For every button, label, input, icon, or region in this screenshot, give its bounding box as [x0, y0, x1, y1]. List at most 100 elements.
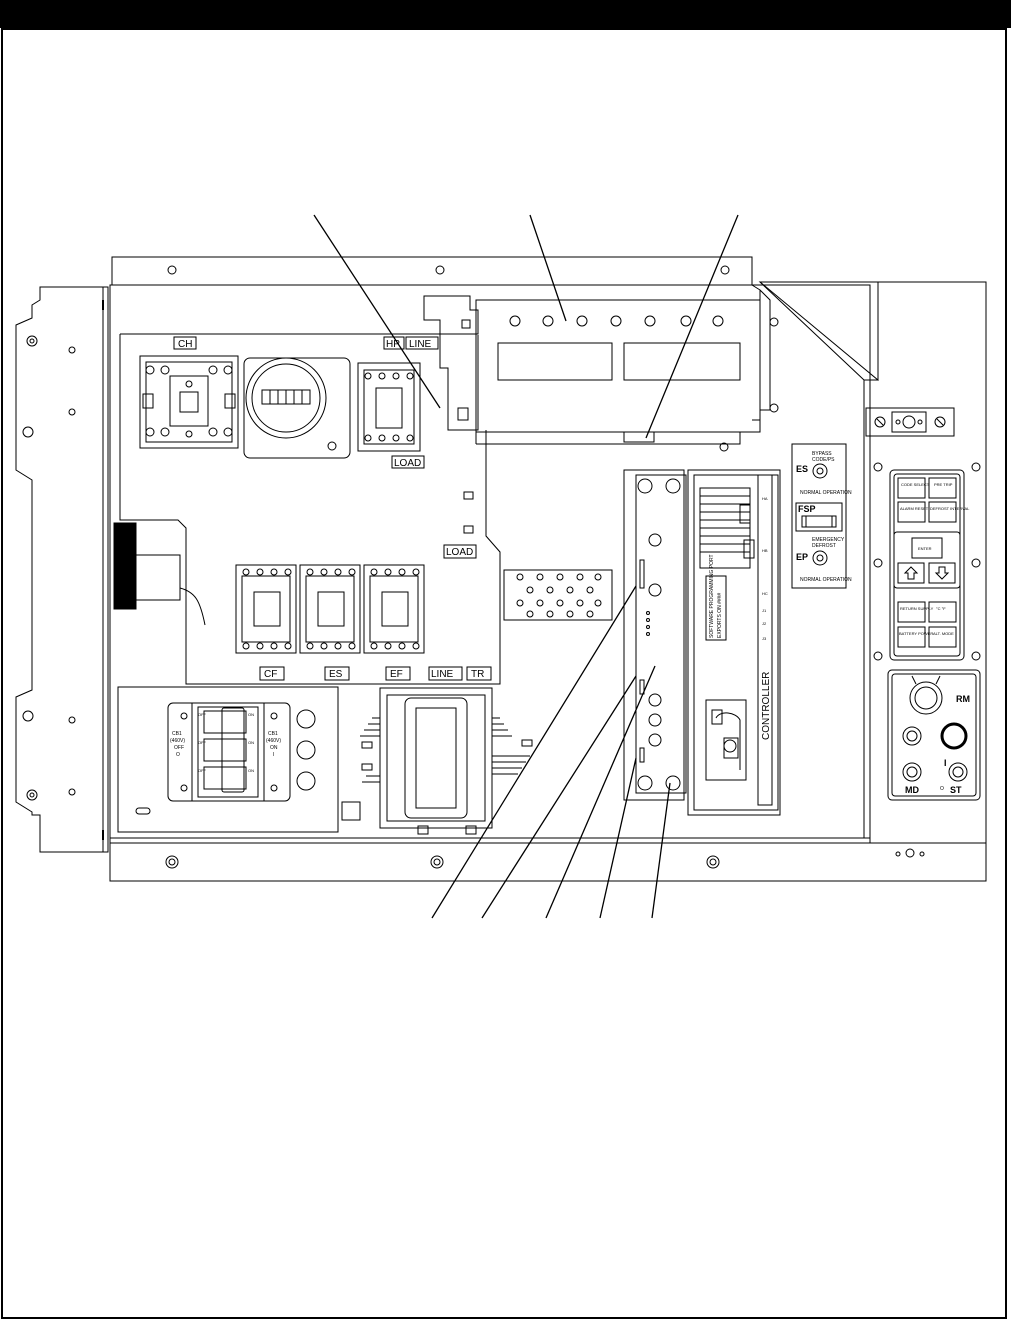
cb-handle-on-3: ON [248, 768, 254, 773]
label-ch: CH [178, 339, 192, 350]
c-f-key-label: °C °F [936, 606, 946, 611]
label-hp: HP [386, 339, 400, 350]
cb-handle-off-2: OFF [198, 740, 207, 745]
alarm-reset-key[interactable] [897, 501, 926, 523]
label-line-top: LINE [409, 339, 432, 350]
alarm-reset-key-label: ALARM RESET [900, 506, 929, 511]
tag-ha: HA [762, 496, 768, 501]
tag-j2: J2 [762, 621, 767, 626]
fsp-label: FSP [798, 504, 816, 514]
leader-line-7 [599, 757, 637, 919]
battery-power-key[interactable] [897, 626, 926, 648]
up-arrow-icon [903, 566, 919, 580]
label-tr: TR [471, 669, 484, 680]
io-label-o: O [940, 786, 944, 792]
circuit-breaker-panel: OFF ON OFF ON OFF ON CB1 (460V) OFF O CB… [117, 686, 361, 833]
callout-leaders [313, 214, 739, 919]
tag-hc: HC [762, 591, 768, 596]
return-supply-key-label: RETURN SUPPLY [900, 606, 934, 611]
emergency-line1: EMERGENCY [812, 537, 845, 543]
indicator-light [940, 722, 968, 750]
lower-control-plate: RM I MD O ST [887, 669, 981, 801]
hinge-bracket [751, 284, 779, 421]
cb-handle-off-3: OFF [198, 768, 207, 773]
leader-line-4 [431, 585, 637, 919]
code-select-key-label: CODE SELECT [901, 482, 930, 487]
software-port-line2: EXPORTS ON #### [717, 593, 723, 638]
right-control-box [758, 281, 987, 844]
label-controller: CONTROLLER [761, 672, 772, 740]
left-side-bracket [15, 286, 109, 853]
es-switch-label: ES [796, 464, 808, 474]
down-arrow-key[interactable] [928, 562, 956, 584]
st-switch[interactable] [948, 762, 968, 782]
label-ef: EF [390, 669, 403, 680]
label-line-bottom: LINE [431, 669, 454, 680]
alt-mode-key[interactable] [928, 626, 957, 648]
pre-trip-key[interactable] [928, 477, 957, 499]
leader-line-8 [651, 782, 671, 919]
defrost-interval-key-label: DEFROST INTERVAL [930, 506, 970, 511]
cb1-off-volt: (460V) [170, 738, 185, 744]
cb1-on-title: CB1 [268, 731, 278, 737]
es-toggle-switch[interactable] [812, 463, 828, 479]
contactor-ef [363, 564, 425, 654]
remote-monitoring-receptacle [909, 681, 943, 715]
label-load-mid: LOAD [446, 547, 473, 558]
label-st: ST [950, 785, 962, 795]
tag-hb: HB [762, 548, 768, 553]
terminal-block [503, 569, 613, 621]
label-load-top: LOAD [394, 458, 421, 469]
contactor-cf [235, 564, 297, 654]
normal-operation-top: NORMAL OPERATION [800, 490, 852, 496]
header-bar [0, 0, 1011, 28]
label-md: MD [905, 785, 919, 795]
transformer [360, 687, 533, 835]
defrost-interval-key[interactable] [928, 501, 957, 523]
leader-line-6 [545, 665, 656, 919]
cb1-handle[interactable] [221, 707, 245, 793]
normal-operation-bottom: NORMAL OPERATION [800, 577, 852, 583]
cb1-off-state: OFF [174, 745, 184, 751]
software-port-line1: SOFTWARE PROGRAMMING PORT [709, 554, 715, 638]
controller-module: SOFTWARE PROGRAMMING PORT EXPORTS ON ###… [623, 469, 781, 816]
tag-j3: J3 [762, 636, 767, 641]
cb-handle-on-2: ON [248, 740, 254, 745]
battery-power-key-label: BATTERY POWER [899, 631, 933, 636]
contactor-es [299, 564, 361, 654]
pre-trip-key-label: PRE TRIP [934, 482, 953, 487]
return-supply-key[interactable] [897, 601, 926, 623]
enter-key[interactable] [911, 537, 943, 559]
label-rm: RM [956, 694, 970, 704]
bypass-line2: CODE/PS [812, 457, 835, 463]
label-es: ES [329, 669, 343, 680]
switch-panel: BYPASS CODE/PS ES NORMAL OPERATION FSP E… [791, 443, 852, 589]
ep-toggle-switch[interactable] [812, 550, 828, 566]
ep-switch-label: EP [796, 552, 808, 562]
cb-handle-on-1: ON [248, 712, 254, 717]
page-frame [1, 28, 1007, 1319]
cb1-on-state: ON [270, 745, 278, 751]
bypass-line1: BYPASS [812, 451, 832, 457]
alt-mode-key-label: ALT. MODE [933, 631, 954, 636]
leader-line-2 [529, 214, 567, 322]
cb-handle-off-1: OFF [198, 712, 207, 717]
leader-line-5 [481, 675, 637, 919]
fan-motor-mount [113, 522, 206, 626]
c-f-key[interactable] [928, 601, 957, 623]
leader-line-1 [313, 214, 441, 409]
cb1-on-code: I [273, 752, 274, 758]
up-arrow-key[interactable] [897, 562, 925, 584]
md-switch[interactable] [902, 762, 922, 782]
keypad: CODE SELECT PRE TRIP ALARM RESET DEFROST… [889, 469, 970, 661]
io-label-i: I [944, 758, 947, 768]
timer-clock [243, 357, 351, 459]
emergency-line2: DEFROST [812, 543, 836, 549]
code-select-key[interactable] [897, 477, 926, 499]
contactor-ch: CH [139, 336, 239, 449]
contactor-subpanel [119, 295, 501, 685]
bottom-flange [109, 842, 987, 882]
cb1-off-code: O [176, 752, 180, 758]
md-connector [902, 726, 922, 746]
display-module [475, 299, 761, 452]
